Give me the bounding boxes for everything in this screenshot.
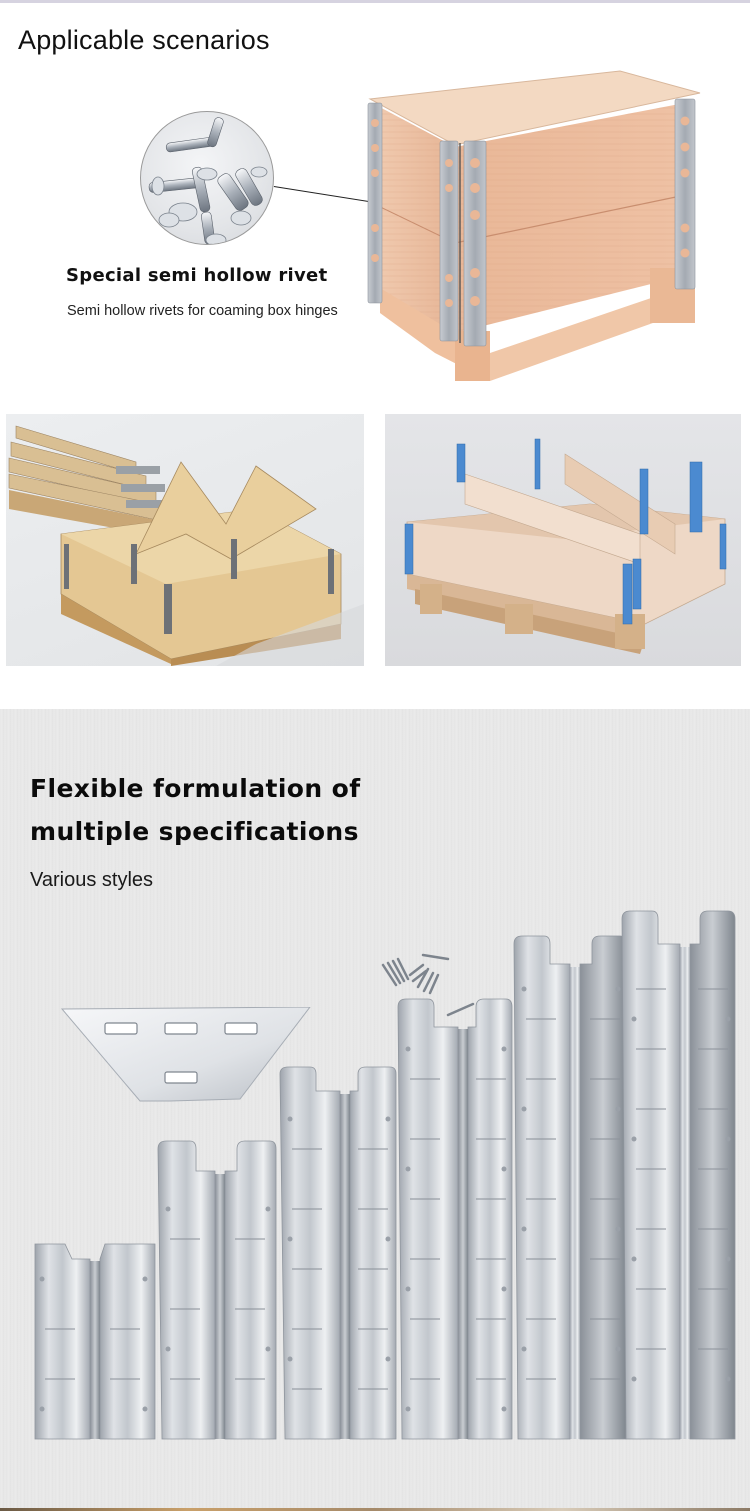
pallet-collar-blue-image: [404, 438, 727, 654]
callout-description: Semi hollow rivets for coaming box hinge…: [67, 303, 338, 319]
hinge-size-5: [513, 935, 627, 1440]
hinges-group-image: [34, 910, 736, 1440]
section-title: Applicable scenarios: [18, 25, 270, 55]
loose-rivets-image: [381, 953, 475, 1017]
specs-title-line2: multiple specifications: [30, 817, 359, 846]
hinge-size-4: [397, 998, 513, 1440]
specifications-section: Flexible formulation of multiple specifi…: [0, 709, 750, 1509]
corner-plate-image: [60, 1007, 311, 1102]
specs-title-line1: Flexible formulation of: [30, 774, 361, 803]
crate-photo: [367, 70, 701, 381]
bottom-divider-strip: [0, 1508, 750, 1511]
rivet-icon: [148, 117, 268, 244]
top-divider-strip: [0, 0, 750, 3]
hinge-size-6: [621, 910, 736, 1440]
rivets-closeup-image: [140, 111, 274, 245]
hinge-size-2: [157, 1140, 277, 1440]
specs-title: Flexible formulation of multiple specifi…: [30, 767, 361, 853]
blue-hinge-collar-photo: [385, 414, 741, 666]
hinge-size-1: [34, 1243, 156, 1440]
folded-collars-photo: [6, 414, 364, 666]
applicable-scenarios-section: Applicable scenarios: [0, 3, 750, 388]
pallet-collar-natural-image: [8, 425, 364, 666]
hinge-size-3: [279, 1066, 397, 1440]
specs-subtitle: Various styles: [30, 869, 154, 891]
callout-title: Special semi hollow rivet: [66, 265, 328, 286]
